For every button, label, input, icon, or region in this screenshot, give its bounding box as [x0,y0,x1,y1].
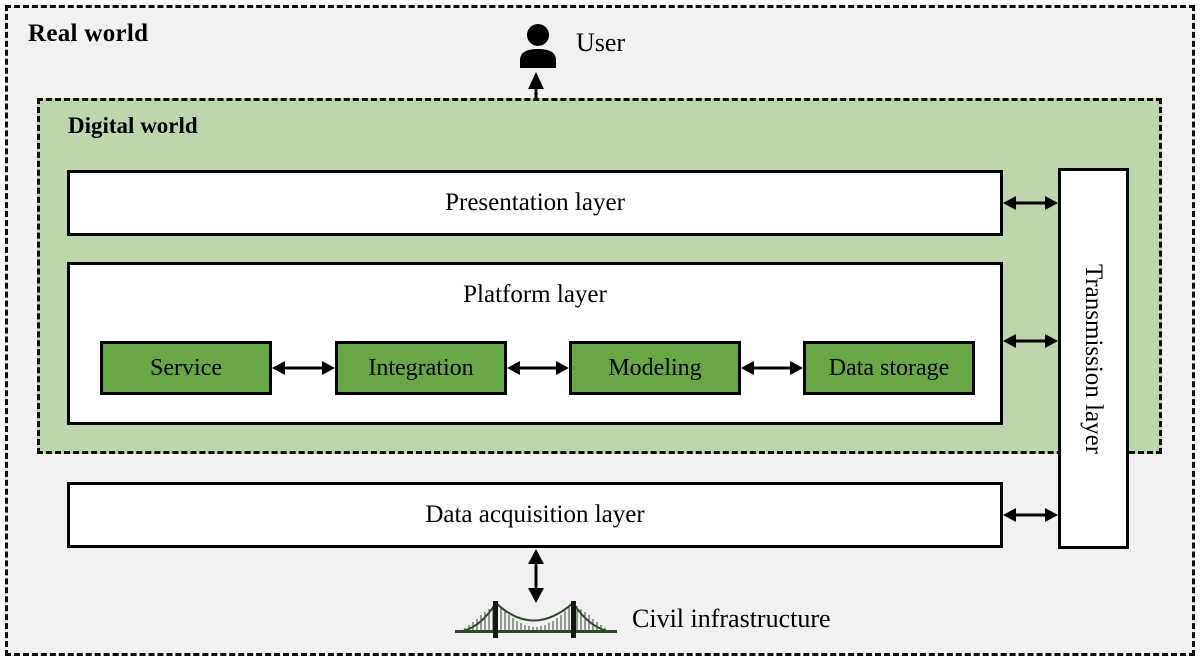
platform-component-label: Data storage [828,354,950,381]
platform-component-integration[interactable]: Integration [335,341,507,395]
presentation-layer-box[interactable]: Presentation layer [67,170,1003,236]
platform-component-label: Service [150,354,222,381]
arrow-service-to-integration [272,358,335,383]
user-label: User [576,28,626,57]
platform-component-label: Integration [368,354,474,381]
transmission-layer-box[interactable]: Transmission layer [1058,168,1129,549]
transmission-layer-label: Transmission layer [1080,263,1108,454]
platform-layer-box[interactable]: Platform layer Service Integration Model… [67,262,1003,425]
arrow-integration-to-modeling [507,358,569,383]
civil-infrastructure-label: Civil infrastructure [632,604,831,633]
digital-world-label: Digital world [68,113,198,138]
presentation-layer-label: Presentation layer [445,189,625,216]
arrow-modeling-to-data-storage [741,358,803,383]
platform-component-data-storage[interactable]: Data storage [803,341,975,395]
platform-component-label: Modeling [608,354,702,381]
platform-component-modeling[interactable]: Modeling [569,341,741,395]
data-acquisition-layer-label: Data acquisition layer [425,501,645,528]
platform-layer-label: Platform layer [463,281,607,308]
real-world-label: Real world [28,20,149,47]
suspension-bridge-icon [455,596,617,638]
platform-component-service[interactable]: Service [100,341,272,395]
data-acquisition-layer-box[interactable]: Data acquisition layer [67,482,1003,548]
user-icon [515,22,561,68]
